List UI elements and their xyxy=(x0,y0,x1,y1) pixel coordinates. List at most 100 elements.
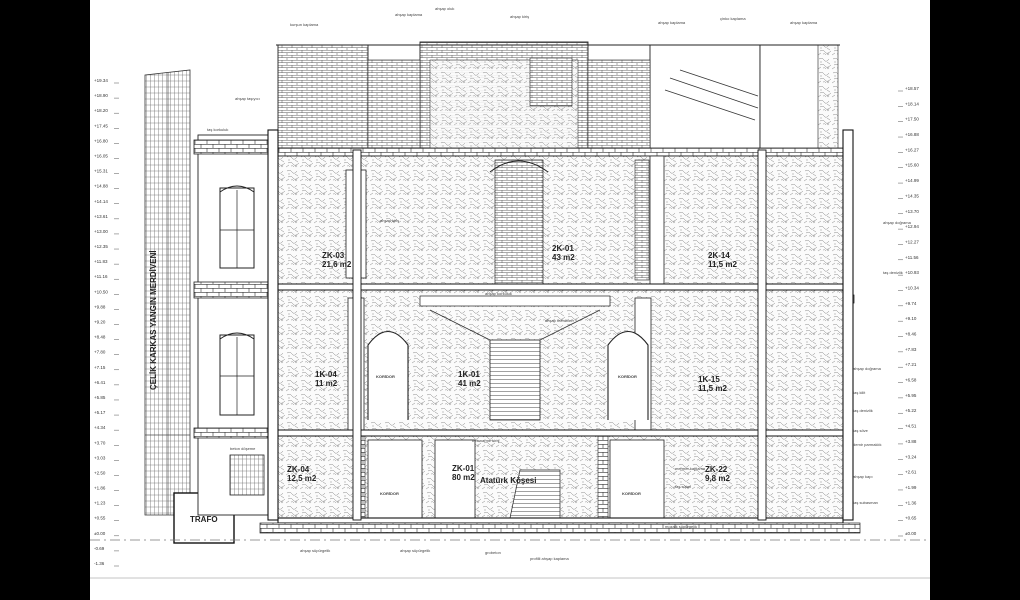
room-id-zk-01: ZK-01 xyxy=(452,464,475,473)
level-marker: +14.14 xyxy=(94,199,108,204)
level-marker: +16.27 xyxy=(905,147,919,152)
left-note: beton döşeme xyxy=(230,446,256,451)
room-area-2k-01: 43 m2 xyxy=(552,253,575,262)
stair-tower-label: ÇELİK KARKAS YANGIN MERDİVENİ xyxy=(149,250,158,390)
steel-stair-tower: ÇELİK KARKAS YANGIN MERDİVENİ xyxy=(144,69,191,516)
level-marker: +11.83 xyxy=(94,259,108,264)
level-marker: +14.99 xyxy=(905,178,919,183)
level-marker: +15.31 xyxy=(94,169,108,174)
bottom-note: mozaik süpürgelik xyxy=(665,524,697,529)
level-marker: +8.46 xyxy=(905,332,917,337)
corridor-label-gr: KORİDOR xyxy=(622,491,641,496)
level-marker: ±0.00 xyxy=(94,531,106,536)
center-note: taş sütun xyxy=(675,484,691,489)
left-note: taş korkuluk xyxy=(207,127,228,132)
center-notes: ahşap korkuluk ahşap merdiven betonarme … xyxy=(380,218,706,489)
right-note: taş söve xyxy=(853,428,869,433)
room-area-1k-15: 11,5 m2 xyxy=(698,384,727,393)
level-marker: +16.88 xyxy=(905,132,919,137)
level-marker: +16.05 xyxy=(94,153,108,158)
level-marker: +13.61 xyxy=(94,214,108,219)
room-area-zk-04: 12,5 m2 xyxy=(287,474,317,483)
roof-note: ahşap kaplama xyxy=(395,12,423,17)
level-marker: +15.60 xyxy=(905,163,919,168)
roof-section xyxy=(276,41,844,157)
right-note: taş kilit xyxy=(853,390,866,395)
first-floor xyxy=(277,289,844,431)
level-marker: +1.36 xyxy=(905,500,917,505)
room-area-zk-22: 9,8 m2 xyxy=(705,474,730,483)
level-marker: +7.83 xyxy=(905,347,917,352)
level-marker: +7.15 xyxy=(94,365,106,370)
level-marker: +18.14 xyxy=(905,101,919,106)
level-markers-left: +19.34+18.90+18.20+17.45+16.80+16.05+15.… xyxy=(94,78,119,567)
level-marker: +8.48 xyxy=(94,335,106,340)
room-id-2k-01: 2K-01 xyxy=(552,244,574,253)
level-marker: -1.36 xyxy=(94,561,105,566)
second-floor xyxy=(277,155,844,285)
room-id-zk-04: ZK-04 xyxy=(287,465,310,474)
corridor-labels: KORİDOR KORİDOR KORİDOR KORİDOR xyxy=(376,374,641,496)
level-marker: +0.55 xyxy=(94,516,106,521)
level-marker: +19.34 xyxy=(94,78,108,83)
left-facade xyxy=(193,134,273,516)
level-marker: +11.16 xyxy=(94,274,108,279)
level-marker: +2.50 xyxy=(94,470,106,475)
level-marker: +12.27 xyxy=(905,239,919,244)
level-marker: +16.80 xyxy=(94,138,108,143)
room-area-zk-03: 21,6 m2 xyxy=(322,260,352,269)
bottom-notes: ahşap süpürgelik ahşap süpürgelik grobet… xyxy=(300,524,697,561)
level-marker: +17.50 xyxy=(905,117,919,122)
room-id-zk-22: ZK-22 xyxy=(705,465,728,474)
level-marker: +9.10 xyxy=(905,316,917,321)
level-marker: +5.95 xyxy=(905,393,917,398)
level-marker: +3.88 xyxy=(905,439,917,444)
level-marker: +6.41 xyxy=(94,380,106,385)
level-marker: +4.34 xyxy=(94,425,106,430)
room-id-2k-14: 2K-14 xyxy=(708,251,730,260)
center-note: mermer kaplama xyxy=(675,466,706,471)
bottom-note: grobeton xyxy=(485,550,501,555)
level-marker: +7.80 xyxy=(94,350,106,355)
left-note: ahşap taşıyıcı xyxy=(235,96,260,101)
corridor-label-1l: KORİDOR xyxy=(376,374,395,379)
center-note: ahşap kiriş xyxy=(380,218,399,223)
room-area-1k-01: 41 m2 xyxy=(458,379,481,388)
bottom-note: ahşap süpürgelik xyxy=(300,548,330,553)
level-marker: +13.00 xyxy=(94,229,108,234)
level-marker: +5.17 xyxy=(94,410,106,415)
level-marker: +18.90 xyxy=(94,93,108,98)
level-marker: +6.58 xyxy=(905,378,917,383)
level-marker: +3.03 xyxy=(94,455,106,460)
corridor-label-gl: KORİDOR xyxy=(380,491,399,496)
section-drawing: ÇELİK KARKAS YANGIN MERDİVENİ TRAFO xyxy=(90,6,930,579)
roof-note: ahşap oluk xyxy=(435,6,454,11)
right-note: taş subasman xyxy=(853,500,878,505)
room-id-1k-01: 1K-01 xyxy=(458,370,480,379)
room-id-zk-03: ZK-03 xyxy=(322,251,345,260)
corridor-label-1r: KORİDOR xyxy=(618,374,637,379)
center-note: betonarme kiriş xyxy=(472,438,499,443)
level-marker: +11.56 xyxy=(905,255,919,260)
level-marker: +14.35 xyxy=(905,193,919,198)
level-marker: +18.57 xyxy=(905,86,919,91)
level-marker: +2.61 xyxy=(905,470,917,475)
level-marker: +9.88 xyxy=(94,304,106,309)
level-marker: +10.34 xyxy=(905,285,919,290)
level-marker: +0.65 xyxy=(905,516,917,521)
roof-notes: kurşun kaplama ahşap kaplama ahşap oluk … xyxy=(290,6,818,27)
level-marker: +3.24 xyxy=(905,454,917,459)
center-note: ahşap korkuluk xyxy=(485,291,512,296)
level-marker: +10.50 xyxy=(94,289,108,294)
level-marker: +14.88 xyxy=(94,184,108,189)
roof-note: çinko kaplama xyxy=(720,16,746,21)
right-note: demir parmaklık xyxy=(853,442,881,447)
level-marker: +1.99 xyxy=(905,485,917,490)
room-area-1k-04: 11 m2 xyxy=(315,379,338,388)
right-note: ahşap kapı xyxy=(853,474,873,479)
trafo-label: TRAFO xyxy=(190,515,218,524)
bottom-note: profilli ahşap kaplama xyxy=(530,556,569,561)
bottom-note: ahşap süpürgelik xyxy=(400,548,430,553)
level-marker: +5.85 xyxy=(94,395,106,400)
right-note: taş denizlik xyxy=(853,408,873,413)
